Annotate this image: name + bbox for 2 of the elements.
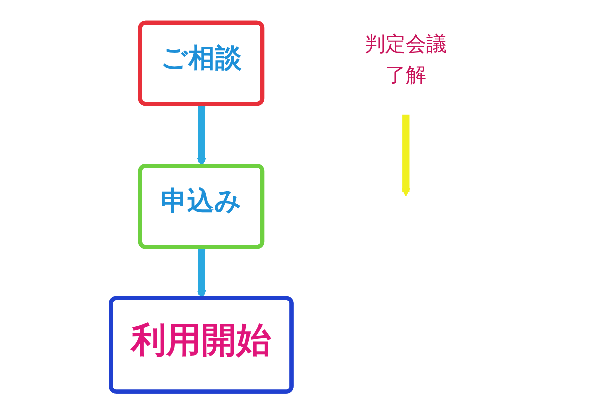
arrow: [402, 114, 411, 197]
node-text: 判定会議 了解: [365, 32, 448, 88]
